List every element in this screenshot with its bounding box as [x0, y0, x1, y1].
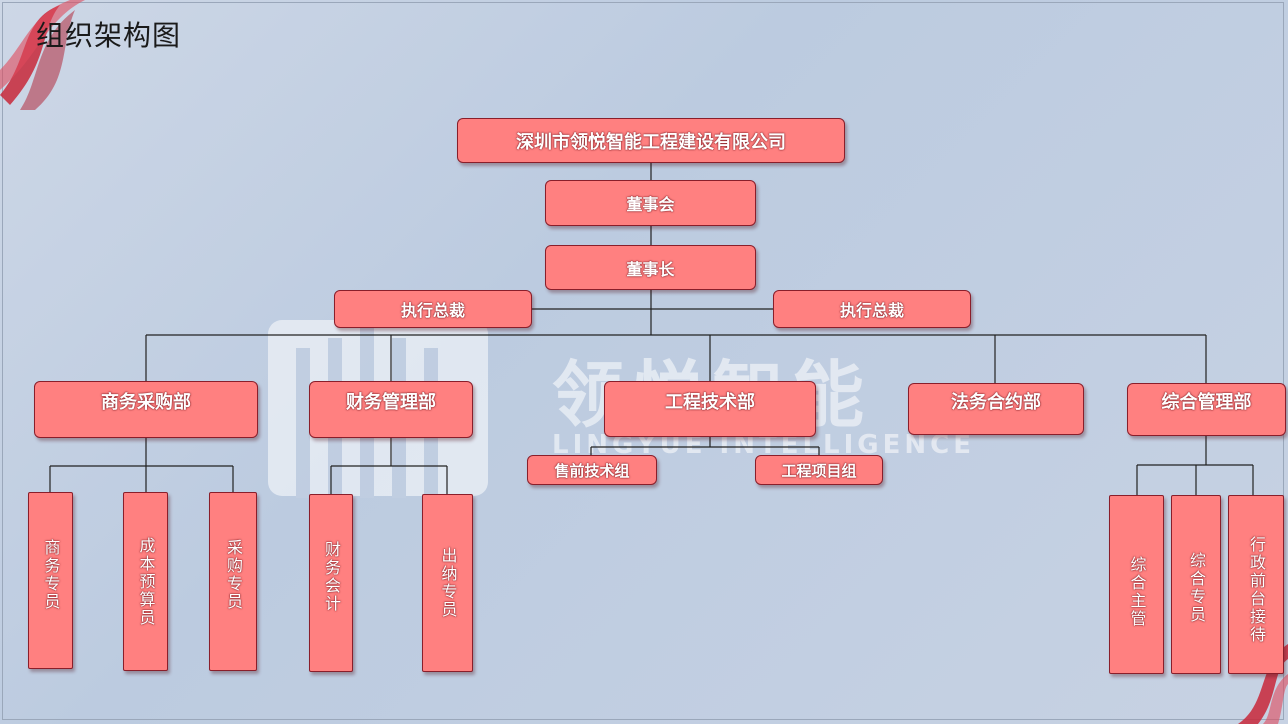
- dept-legal-label: 法务合约部: [951, 392, 1041, 413]
- role-admin-specialist[interactable]: 综合专员: [1171, 495, 1221, 674]
- role-admin-supervisor-label: 综合主管: [1127, 556, 1147, 628]
- node-chairman-label: 董事长: [626, 259, 675, 279]
- role-business-specialist[interactable]: 商务专员: [28, 492, 73, 669]
- node-executive-right-label: 执行总裁: [839, 301, 904, 320]
- role-cashier[interactable]: 出纳专员: [422, 494, 473, 672]
- role-cost-estimator-label: 成本预算员: [136, 537, 156, 627]
- node-company[interactable]: 深圳市领悦智能工程建设有限公司: [457, 118, 845, 163]
- node-executive-right[interactable]: 执行总裁: [773, 290, 971, 328]
- node-board[interactable]: 董事会: [545, 180, 756, 226]
- group-projects[interactable]: 工程项目组: [755, 455, 883, 485]
- role-cashier-label: 出纳专员: [438, 547, 458, 619]
- dept-engineering[interactable]: 工程技术部: [604, 381, 816, 437]
- node-executive-left-label: 执行总裁: [400, 301, 465, 320]
- role-accountant[interactable]: 财务会计: [309, 494, 353, 672]
- ribbon-decoration-top-left: [0, 0, 85, 110]
- dept-admin[interactable]: 综合管理部: [1127, 383, 1286, 436]
- role-admin-specialist-label: 综合专员: [1187, 552, 1206, 624]
- node-company-label: 深圳市领悦智能工程建设有限公司: [516, 131, 786, 153]
- node-board-label: 董事会: [626, 195, 675, 214]
- group-presales-label: 售前技术组: [554, 461, 630, 480]
- role-cost-estimator[interactable]: 成本预算员: [123, 492, 168, 671]
- group-projects-label: 工程项目组: [781, 461, 857, 480]
- dept-engineering-label: 工程技术部: [665, 392, 755, 413]
- page-title: 组织架构图: [36, 19, 182, 52]
- dept-finance-label: 财务管理部: [346, 392, 436, 413]
- role-reception-label: 行政前台接待: [1247, 536, 1266, 644]
- group-presales[interactable]: 售前技术组: [527, 455, 657, 485]
- dept-business-label: 商务采购部: [101, 392, 191, 413]
- role-reception[interactable]: 行政前台接待: [1228, 495, 1284, 674]
- dept-business[interactable]: 商务采购部: [34, 381, 258, 438]
- role-purchasing-specialist[interactable]: 采购专员: [209, 492, 257, 671]
- dept-legal[interactable]: 法务合约部: [908, 383, 1084, 435]
- dept-finance[interactable]: 财务管理部: [309, 381, 473, 438]
- role-purchasing-specialist-label: 采购专员: [224, 539, 243, 611]
- role-admin-supervisor[interactable]: 综合主管: [1109, 495, 1164, 674]
- role-accountant-label: 财务会计: [322, 541, 341, 613]
- node-chairman[interactable]: 董事长: [545, 245, 756, 290]
- role-business-specialist-label: 商务专员: [41, 539, 61, 611]
- dept-admin-label: 综合管理部: [1161, 392, 1252, 413]
- node-executive-left[interactable]: 执行总裁: [334, 290, 532, 328]
